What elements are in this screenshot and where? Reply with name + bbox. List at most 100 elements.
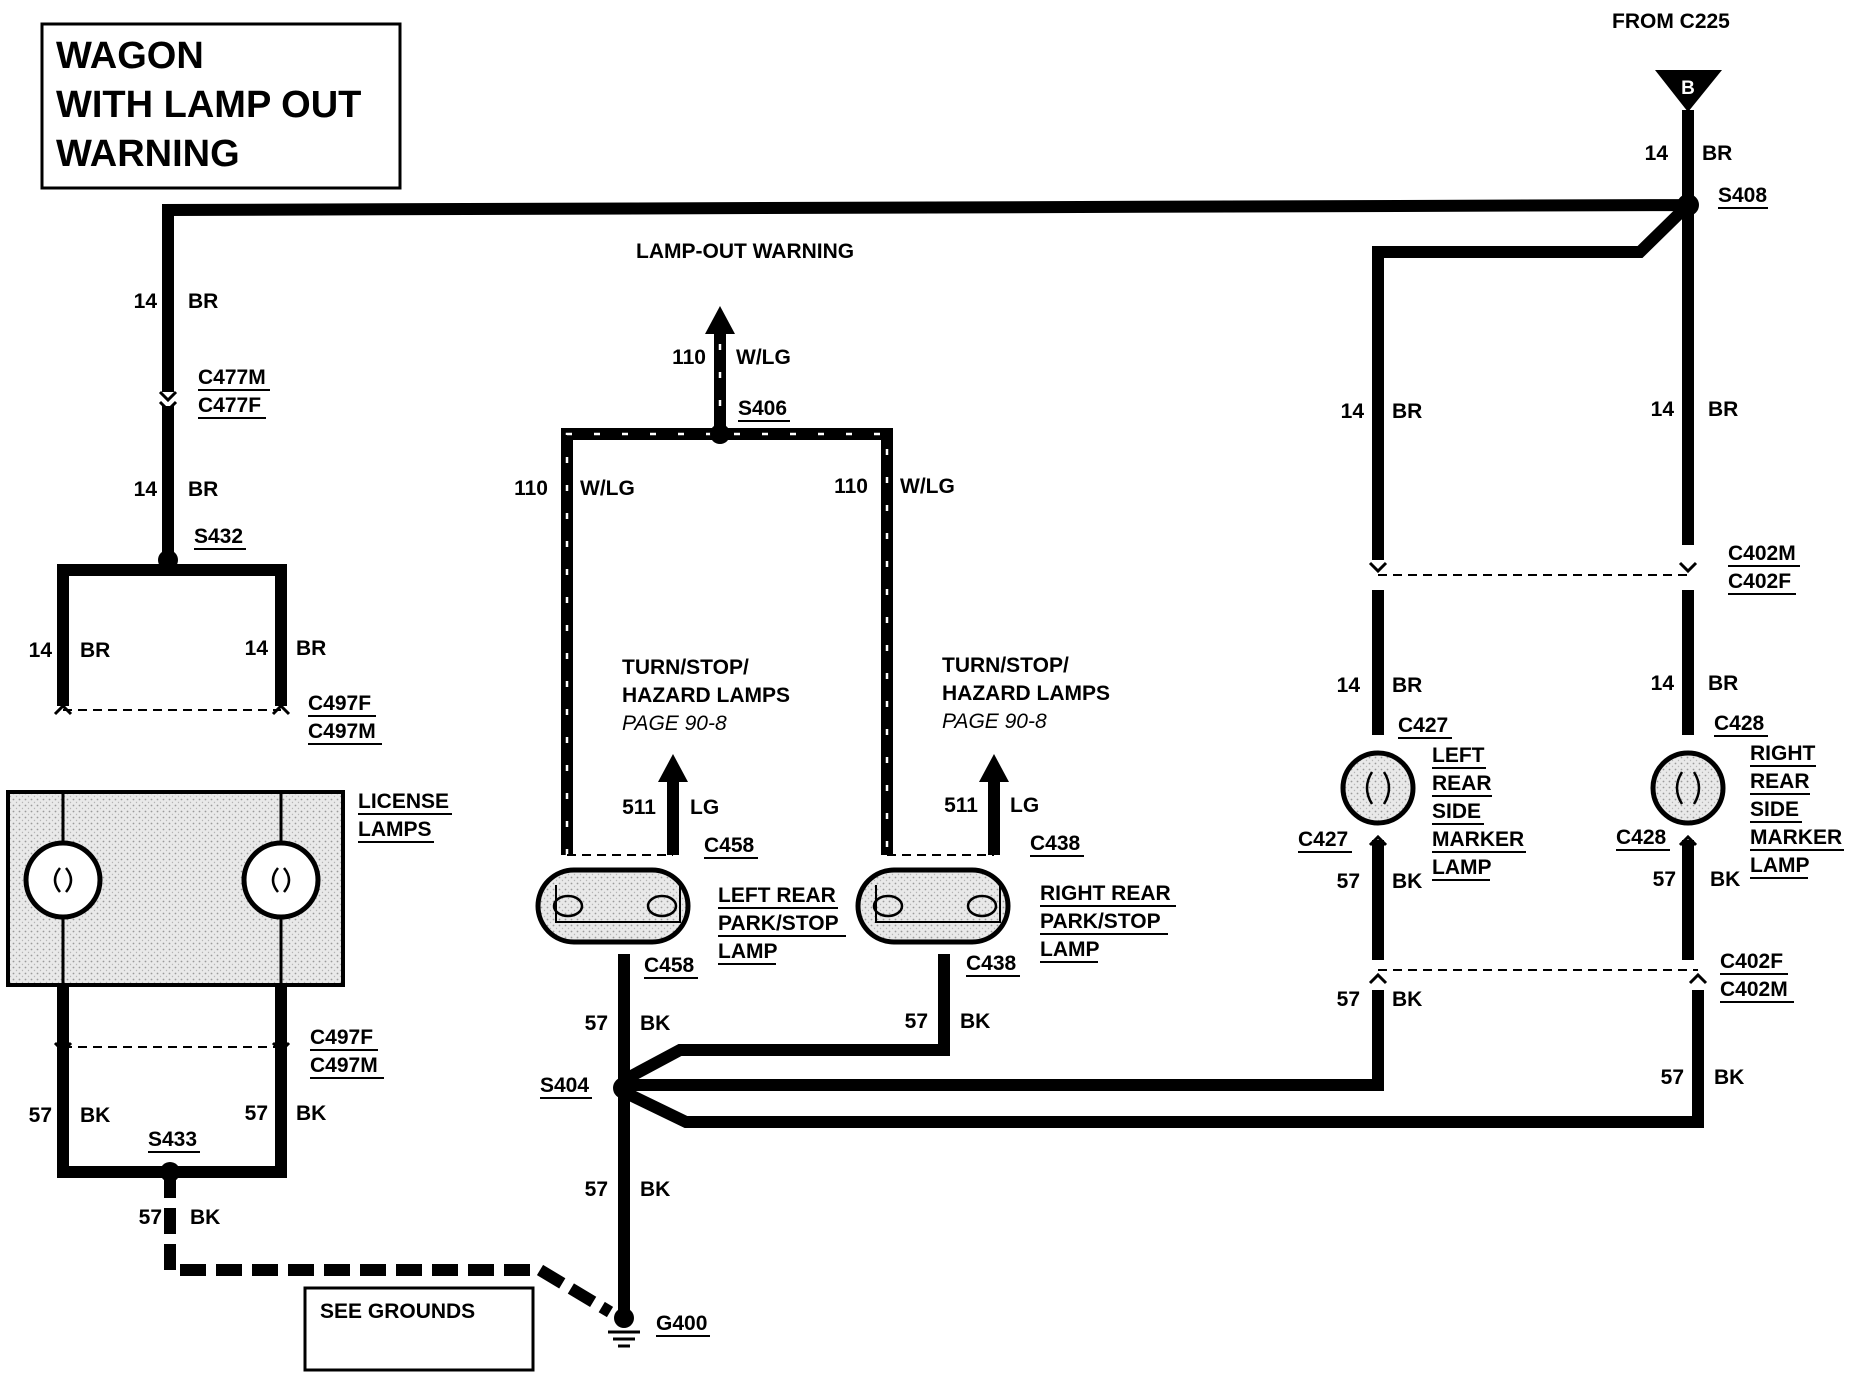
- wire-color: BR: [1702, 142, 1732, 165]
- wires: [57, 110, 1704, 1320]
- right-marker-label-5: LAMP: [1750, 854, 1810, 877]
- connector-c477m: C477M: [198, 366, 266, 389]
- right-park-label-1: RIGHT REAR: [1040, 882, 1171, 905]
- right-park-label-3: LAMP: [1040, 938, 1100, 961]
- wire-number: 14: [29, 639, 53, 662]
- license-lamps-label-2: LAMPS: [358, 818, 432, 841]
- turn-stop-page: PAGE 90-8: [942, 710, 1047, 733]
- right-rear-park-lamp: [855, 867, 1011, 945]
- connector-c402m: C402M: [1728, 542, 1796, 565]
- connector-c497m: C497M: [308, 720, 376, 743]
- wire-color: BR: [1392, 674, 1422, 697]
- filament-icon: [271, 867, 291, 893]
- connector-c438: C438: [1030, 832, 1081, 855]
- title-line-3: WARNING: [56, 133, 240, 175]
- wire-number: 14: [1651, 398, 1675, 421]
- right-marker-label-4: MARKER: [1750, 826, 1842, 849]
- wire-color: BK: [1392, 988, 1422, 1011]
- connector-c458: C458: [704, 834, 755, 857]
- wire-number: 57: [585, 1178, 608, 1201]
- splice-s408-label: S408: [1718, 184, 1767, 207]
- right-marker-label-3: SIDE: [1750, 798, 1799, 821]
- chevron-up-icon: [271, 703, 291, 716]
- right-side-marker-lamp: [1650, 750, 1726, 826]
- wire-color: W/LG: [580, 477, 635, 500]
- right-marker-label-2: REAR: [1750, 770, 1810, 793]
- wire-number: 57: [1653, 868, 1676, 891]
- splice-s408: [1677, 194, 1699, 216]
- left-rear-park-lamp: [535, 867, 691, 945]
- connector-c497f: C497F: [308, 692, 371, 715]
- wire-color: BR: [296, 637, 326, 660]
- wire-number: 14: [1651, 672, 1675, 695]
- connector-c428: C428: [1714, 712, 1765, 735]
- wire-number: 110: [834, 475, 868, 498]
- filament-icon: [1675, 771, 1701, 805]
- wire-number: 57: [905, 1010, 928, 1033]
- wire-number: 14: [1341, 400, 1365, 423]
- bulb-icon: [241, 840, 321, 920]
- chevron-down-icon: [53, 1041, 73, 1054]
- bulb-icon: [1650, 750, 1726, 826]
- left-marker-label-3: SIDE: [1432, 800, 1481, 823]
- connector-c458: C458: [644, 954, 695, 977]
- from-c225-label: FROM C225: [1612, 10, 1730, 33]
- left-side-marker-lamp: [1340, 750, 1416, 826]
- wire-number: 511: [622, 796, 656, 819]
- connector-b-icon: [1655, 70, 1722, 112]
- connector-c402f: C402F: [1720, 950, 1783, 973]
- wire-color: BR: [188, 478, 218, 501]
- filament-icon: [872, 894, 904, 918]
- chevron-up-icon: [53, 703, 73, 716]
- wire-color: BK: [640, 1178, 670, 1201]
- labels: 14 BR S408 LAMP-OUT WARNING 14 BR C477M …: [29, 142, 1844, 1337]
- chevron-down-icon: [158, 390, 178, 413]
- title-line-1: WAGON: [56, 35, 204, 77]
- filament-icon: [552, 894, 584, 918]
- filament-icon: [1365, 771, 1391, 805]
- turn-stop-label-2: HAZARD LAMPS: [622, 684, 790, 707]
- wire-number: 14: [134, 478, 158, 501]
- wire-color: BK: [640, 1012, 670, 1035]
- connector-c428: C428: [1616, 826, 1667, 849]
- wire-number: 57: [585, 1012, 608, 1035]
- arrow-up-icon: [705, 306, 735, 334]
- wire-number: 57: [1661, 1066, 1684, 1089]
- splice-s406-label: S406: [738, 397, 787, 420]
- wire-number: 57: [1337, 988, 1360, 1011]
- connector-c497f: C497F: [310, 1026, 373, 1049]
- ground-g400-label: G400: [656, 1312, 707, 1335]
- see-grounds-box: SEE GROUNDS: [303, 1286, 535, 1372]
- chevron-up-icon: [1368, 972, 1388, 985]
- filament-icon: [966, 894, 998, 918]
- splice-s432-label: S432: [194, 525, 243, 548]
- connector-c477f: C477F: [198, 394, 261, 417]
- splice-s404: [613, 1077, 635, 1099]
- turn-stop-page: PAGE 90-8: [622, 712, 727, 735]
- license-lamps: [6, 790, 345, 987]
- title-line-2: WITH LAMP OUT: [56, 84, 361, 126]
- wire-color: BK: [960, 1010, 990, 1033]
- chevron-down-icon: [271, 1041, 291, 1054]
- arrow-up-icon: [658, 754, 688, 782]
- right-park-label-2: PARK/STOP: [1040, 910, 1161, 933]
- license-lamps-label-1: LICENSE: [358, 790, 449, 813]
- splice-s433-label: S433: [148, 1128, 197, 1151]
- left-marker-label-1: LEFT: [1432, 744, 1485, 767]
- wlg-wires: [561, 334, 893, 855]
- wire-color: W/LG: [900, 475, 955, 498]
- connector-b-label: B: [1681, 78, 1695, 99]
- wire-color: BK: [1392, 870, 1422, 893]
- wire-color: BK: [1714, 1066, 1744, 1089]
- title-box: WAGON WITH LAMP OUT WARNING: [40, 22, 402, 190]
- wire-color: BR: [1708, 672, 1738, 695]
- turn-stop-label-1: TURN/STOP/: [622, 656, 749, 679]
- left-park-label-3: LAMP: [718, 940, 778, 963]
- bulb-icon: [23, 840, 103, 920]
- wire-color: W/LG: [736, 346, 791, 369]
- right-marker-label-1: RIGHT: [1750, 742, 1816, 765]
- connector-dashes: [63, 574, 1698, 1048]
- wire-color: BK: [80, 1104, 110, 1127]
- ground-g400: [608, 1308, 640, 1348]
